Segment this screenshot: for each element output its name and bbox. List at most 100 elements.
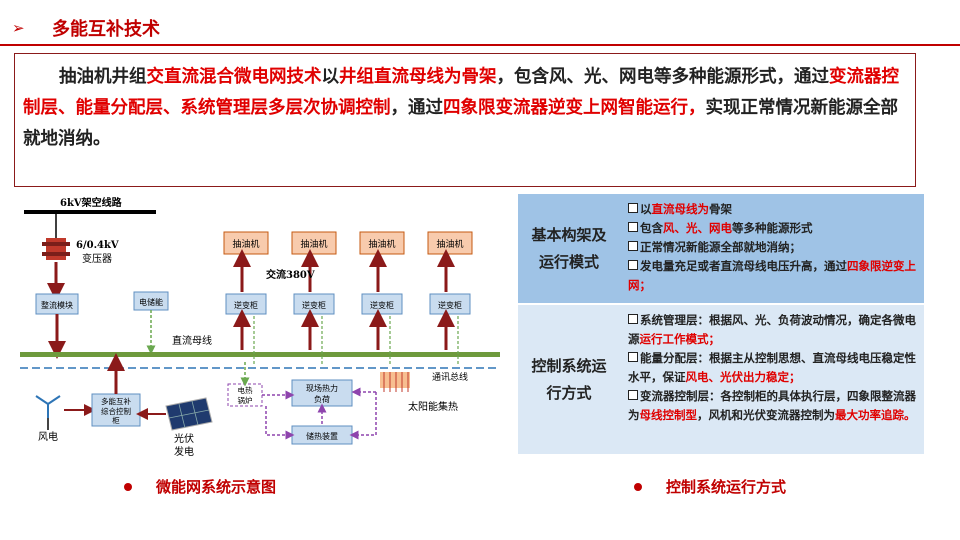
controller-box	[91, 393, 141, 427]
bullet-item: 能量分配层：根据主从控制思想、直流母线电压稳定性水平，保证风电、光伏出力稳定；	[628, 349, 920, 387]
storage-label: 电储能	[139, 297, 163, 307]
bullet-highlight: 最大功率追踪。	[835, 408, 916, 422]
boiler-label-1: 电热	[238, 385, 253, 395]
control-panel: 基本构架及运行模式 以直流母线为骨架包含风、光、网电等多种能源形式正常情况新能源…	[518, 194, 924, 454]
checkbox-bullet-icon	[628, 352, 638, 362]
summary-segment: ，通过	[390, 98, 444, 118]
microgrid-diagram: 6kV架空线路 6/0.4kV 变压器 整流模块 电储能 直流母线 通讯总线 抽…	[20, 196, 500, 458]
bullet-highlight: 母线控制型	[639, 408, 698, 422]
caption-control-text: 控制系统运行方式	[666, 478, 787, 496]
checkbox-bullet-icon	[628, 203, 638, 213]
wind-turbine-icon	[35, 395, 61, 430]
bullet-text: 等多种能源形式	[732, 221, 813, 235]
bullet-dot-icon	[634, 482, 642, 491]
bullet-text: 正常情况新能源全部就地消纳；	[640, 240, 801, 254]
bullet-item: 变流器控制层：各控制柜的具体执行层，四象限整流器为母线控制型，风机和光伏变流器控…	[628, 387, 920, 425]
boiler-label-2: 锅炉	[238, 395, 253, 405]
row-architecture-label-line2: 运行模式	[538, 252, 599, 271]
bullet-item: 正常情况新能源全部就地消纳；	[628, 238, 920, 257]
bullet-highlight: 四象限逆变上网；	[628, 259, 916, 292]
transformer-icon	[42, 238, 70, 260]
title-divider	[0, 44, 960, 46]
summary-highlight: 交直流混合微电网技术	[146, 67, 322, 87]
solar-to-storage	[349, 392, 377, 440]
bullet-text: 骨架	[709, 202, 732, 216]
bullet-item: 发电量充足或者直流母线电压升高，通过四象限逆变上网；	[628, 257, 920, 295]
solar-panel-icon	[165, 397, 213, 431]
row-control-label: 控制系统运行方式	[518, 305, 620, 454]
row-control-content: 系统管理层：根据风、光、负荷波动情况，确定各微电源运行工作模式；能量分配层：根据…	[620, 305, 924, 454]
summary-segment: 抽油机井组	[59, 67, 147, 87]
solar-collector-icon	[380, 372, 410, 392]
row-architecture-content: 以直流母线为骨架包含风、光、网电等多种能源形式正常情况新能源全部就地消纳； 发电量…	[620, 194, 924, 303]
bullet-item: 系统管理层：根据风、光、负荷波动情况，确定各微电源运行工作模式；	[628, 311, 920, 349]
ac-label: 交流380V	[266, 268, 315, 281]
arrow-bullet-icon: ➢	[12, 19, 25, 37]
bullet-highlight: 直流母线为	[651, 202, 710, 216]
heat-storage-label: 储热装置	[306, 431, 338, 441]
row-architecture-label: 基本构架及运行模式	[518, 194, 620, 303]
section-header: ➢ 多能互补技术	[12, 14, 160, 42]
summary-text: 抽油机井组交直流混合微电网技术以井组直流母线为骨架，包含风、光、网电等多种能源形…	[23, 67, 899, 149]
row-control-label-line1: 控制系统运	[531, 356, 607, 375]
bullet-dot-icon	[124, 482, 132, 491]
summary-box: 抽油机井组交直流混合微电网技术以井组直流母线为骨架，包含风、光、网电等多种能源形…	[14, 53, 916, 187]
wind-label: 风电	[38, 430, 58, 443]
checkbox-bullet-icon	[628, 260, 638, 270]
summary-segment: ，包含风、光、网电等多种能源形式，通过	[496, 67, 830, 87]
overhead-line-label: 6kV架空线路	[60, 196, 123, 209]
panel-row-architecture: 基本构架及运行模式 以直流母线为骨架包含风、光、网电等多种能源形式正常情况新能源…	[518, 194, 924, 303]
transformer-rating: 6/0.4kV	[76, 240, 119, 251]
controller-label-2: 综合控制	[101, 406, 131, 416]
summary-segment: 以	[321, 67, 340, 87]
dc-bus	[20, 352, 500, 357]
panel-row-control: 控制系统运行方式 系统管理层：根据风、光、负荷波动情况，确定各微电源运行工作模式…	[518, 305, 924, 454]
checkbox-bullet-icon	[628, 390, 638, 400]
bullet-text: ，风机和光伏变流器控制为	[697, 408, 835, 422]
row-architecture-label-line1: 基本构架及	[531, 225, 607, 244]
pump-label: 抽油机	[232, 238, 259, 250]
dc-bus-label: 直流母线	[172, 334, 212, 347]
bullet-text: 包含	[640, 221, 663, 235]
pv-label-2: 发电	[174, 445, 194, 458]
pump-label: 抽油机	[436, 238, 463, 250]
inverter-label: 逆变柜	[438, 300, 462, 310]
bullet-text: 系统管理层：根据风、光、负荷波动情况，确定各微电源	[628, 313, 916, 346]
pv-label-1: 光伏	[174, 432, 194, 445]
boiler-to-storage	[265, 406, 295, 440]
bullet-text: 以	[640, 202, 652, 216]
caption-diagram: 微能网系统示意图	[124, 476, 276, 497]
controller-label-1: 多能互补	[101, 396, 131, 406]
summary-segment: 实现正常情况新能源全部就地消纳。	[23, 98, 898, 149]
bullet-highlight: 风电、光伏出力稳定；	[685, 370, 801, 384]
caption-control: 控制系统运行方式	[634, 476, 786, 497]
bullet-text: 发电量充足或者直流母线电压升高，通过	[640, 259, 847, 273]
pump-label: 抽油机	[368, 238, 395, 250]
summary-highlight: 四象限变流器逆变上网智能运行，	[443, 98, 706, 118]
transformer-label: 变压器	[82, 252, 112, 265]
checkbox-bullet-icon	[628, 314, 638, 324]
bullet-highlight: 风、光、网电	[663, 221, 732, 235]
inverter-label: 逆变柜	[234, 300, 258, 310]
inverter-label: 逆变柜	[370, 300, 394, 310]
bullet-highlight: 运行工作模式；	[639, 332, 721, 346]
bullet-item: 包含风、光、网电等多种能源形式	[628, 219, 920, 238]
pump-label: 抽油机	[300, 238, 327, 250]
summary-highlight: 变流器控制层、能量分配层、系统管理层多层次协调控制	[23, 67, 899, 118]
rectifier-label: 整流模块	[41, 300, 73, 310]
inverter-label: 逆变柜	[302, 300, 326, 310]
summary-highlight: 井组直流母线为骨架	[339, 67, 497, 87]
row-control-label-line2: 行方式	[546, 383, 592, 402]
controller-label-3: 柜	[112, 415, 120, 425]
heat-load-box	[291, 379, 353, 407]
heat-load-label-1: 现场热力	[306, 383, 338, 393]
page-title: 多能互补技术	[52, 19, 160, 40]
checkbox-bullet-icon	[628, 241, 638, 251]
caption-diagram-text: 微能网系统示意图	[156, 478, 277, 496]
checkbox-bullet-icon	[628, 222, 638, 232]
comm-bus-label: 通讯总线	[432, 371, 468, 383]
bullet-text: 变流器控制层：各控制柜的具体执行层，四象限整流器为	[628, 389, 916, 422]
bullet-text: 能量分配层：根据主从控制思想、直流母线电压稳定性水平，保证	[628, 351, 916, 384]
heat-load-label-2: 负荷	[314, 394, 330, 404]
